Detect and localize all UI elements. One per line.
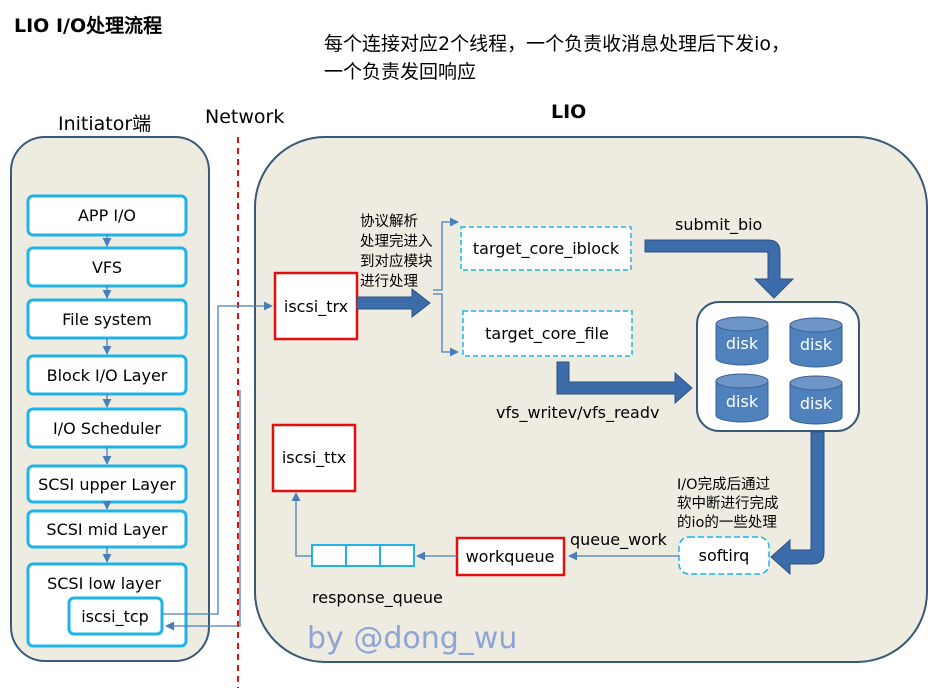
disk-label: disk xyxy=(726,392,759,411)
response-queue-box xyxy=(311,544,415,567)
response-queue-label: response_queue xyxy=(312,588,443,608)
note-line-2: 一个负责发回响应 xyxy=(324,61,476,83)
iscsi-tcp-label: iscsi_tcp xyxy=(81,607,149,627)
target-core-file-label: target_core_file xyxy=(485,324,609,344)
iscsi-ttx-box xyxy=(271,423,357,493)
response-to-ttx-arrow xyxy=(291,492,312,557)
target-core-iblock-label: target_core_iblock xyxy=(473,239,620,259)
workqueue-label: workqueue xyxy=(466,547,555,566)
stack-label-io-scheduler: I/O Scheduler xyxy=(53,419,161,438)
initiator-label: Initiator端 xyxy=(58,113,151,135)
softirq-label: softirq xyxy=(699,546,750,565)
trx-note-line-2: 处理完进入 xyxy=(360,233,433,250)
vfs-io-label: vfs_writev/vfs_readv xyxy=(496,403,659,423)
iscsi-trx-box xyxy=(273,271,359,341)
network-label: Network xyxy=(205,106,284,128)
submit-bio-label: submit_bio xyxy=(675,215,762,235)
tcp-to-trx-arrow xyxy=(162,301,273,615)
disk-icon xyxy=(789,317,843,368)
page-title: LIO I/O处理流程 xyxy=(14,14,162,37)
disk-icon xyxy=(715,316,769,366)
network-connections xyxy=(162,301,273,631)
stack-label-scsi-upper: SCSI upper Layer xyxy=(38,475,176,494)
softirq-note-line-1: I/O完成后通过 xyxy=(677,476,770,493)
stack-label-app-io: APP I/O xyxy=(78,206,136,225)
lio-label: LIO xyxy=(551,101,586,123)
to-iblock-arrow xyxy=(433,217,459,291)
softirq-note-line-2: 软中断进行完成 xyxy=(677,495,779,512)
trx-note-line-4: 进行处理 xyxy=(360,273,418,290)
disk-label: disk xyxy=(726,334,759,353)
completion-arrow xyxy=(770,431,825,576)
iscsi-tcp-box xyxy=(67,596,164,636)
submit-bio-arrow xyxy=(644,239,795,299)
lio-panel xyxy=(254,136,928,663)
disk-group: disk disk disk disk xyxy=(715,316,843,425)
iscsi-ttx-label: iscsi_ttx xyxy=(282,448,346,468)
queue-work-label: queue_work xyxy=(570,530,668,550)
response-queue xyxy=(311,544,415,567)
iscsi-trx-label: iscsi_trx xyxy=(284,297,348,317)
stack-label-block-io: Block I/O Layer xyxy=(47,366,168,385)
trx-dispatch-arrow xyxy=(356,287,431,319)
trx-note-line-3: 到对应模块 xyxy=(360,252,433,270)
disk-label: disk xyxy=(800,394,833,413)
to-file-arrow xyxy=(433,293,459,357)
target-core-iblock-box xyxy=(460,226,632,271)
stack-label-file-system: File system xyxy=(62,310,152,329)
softirq-note-line-3: 的io的一些处理 xyxy=(677,514,777,531)
target-core-file-box xyxy=(462,310,633,357)
stack-label-vfs: VFS xyxy=(92,258,122,277)
disk-icon xyxy=(715,373,769,423)
watermark: by @dong_wu xyxy=(307,621,517,656)
vfs-io-arrow xyxy=(556,361,693,405)
dispatch-split-arrows xyxy=(433,217,459,357)
disk-icon xyxy=(789,375,843,425)
disk-label: disk xyxy=(800,335,833,354)
stack-label-scsi-low: SCSI low layer xyxy=(47,574,161,593)
initiator-stack: APP I/O VFS File system Block I/O Layer … xyxy=(26,194,188,648)
trx-note-line-1: 协议解析 xyxy=(360,213,418,230)
ttx-to-tcp-arrow xyxy=(165,390,241,631)
stack-label-scsi-mid: SCSI mid Layer xyxy=(46,520,168,539)
note-line-1: 每个连接对应2个线程，一个负责收消息处理后下发io， xyxy=(324,33,790,55)
